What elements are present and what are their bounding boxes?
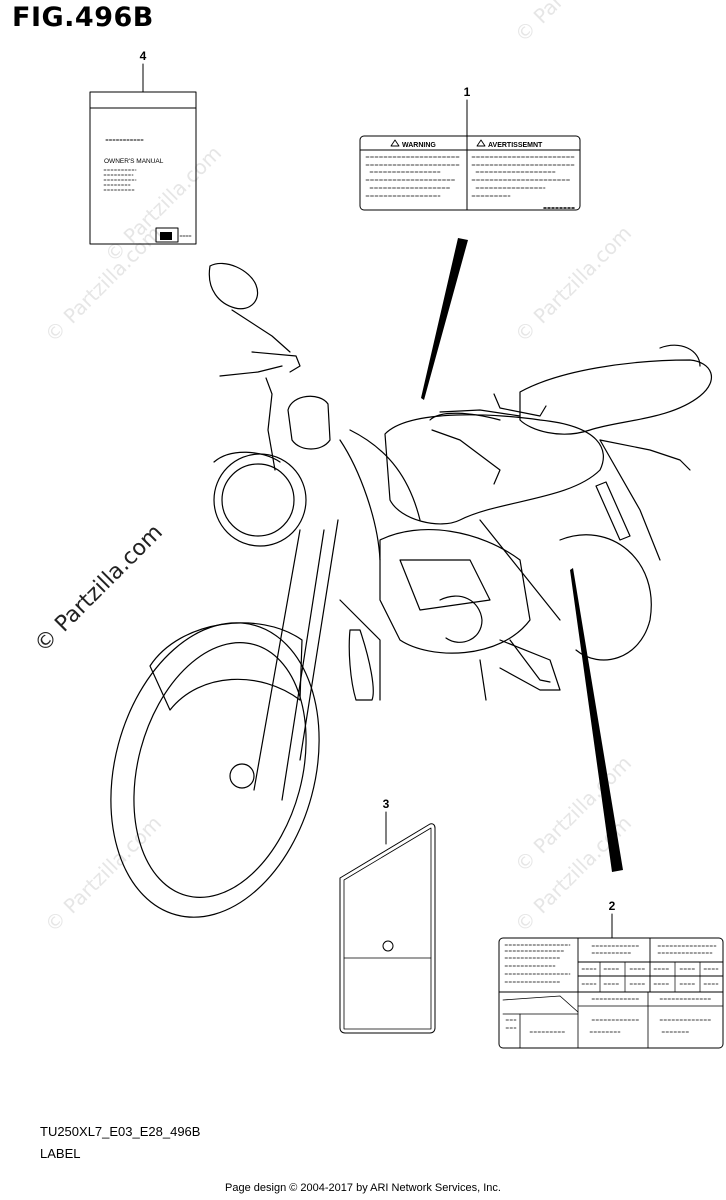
callout-2: 2: [608, 899, 616, 913]
figure-name: LABEL: [40, 1146, 81, 1161]
label-1-avertissement-text: AVERTISSEMNT: [488, 142, 543, 149]
label-4-manual-text: OWNER'S MANUAL: [104, 158, 164, 165]
pointer-2: [570, 568, 623, 872]
callout-1: 1: [463, 85, 471, 99]
label-3: [339, 811, 436, 1034]
copyright-notice: Page design © 2004-2017 by ARI Network S…: [225, 1182, 501, 1194]
pointer-1: [421, 238, 468, 400]
label-1-warning-text: WARNING: [402, 142, 436, 149]
motorcycle-drawing: [110, 262, 712, 918]
figure-code: TU250XL7_E03_E28_496B: [40, 1124, 201, 1139]
owners-manual-booklet: [89, 63, 197, 245]
figure-title: FIG.496B: [12, 2, 154, 33]
callout-4: 4: [139, 49, 147, 63]
callout-3: 3: [382, 797, 390, 811]
label-2: [498, 913, 724, 1049]
warning-label: [359, 99, 581, 211]
